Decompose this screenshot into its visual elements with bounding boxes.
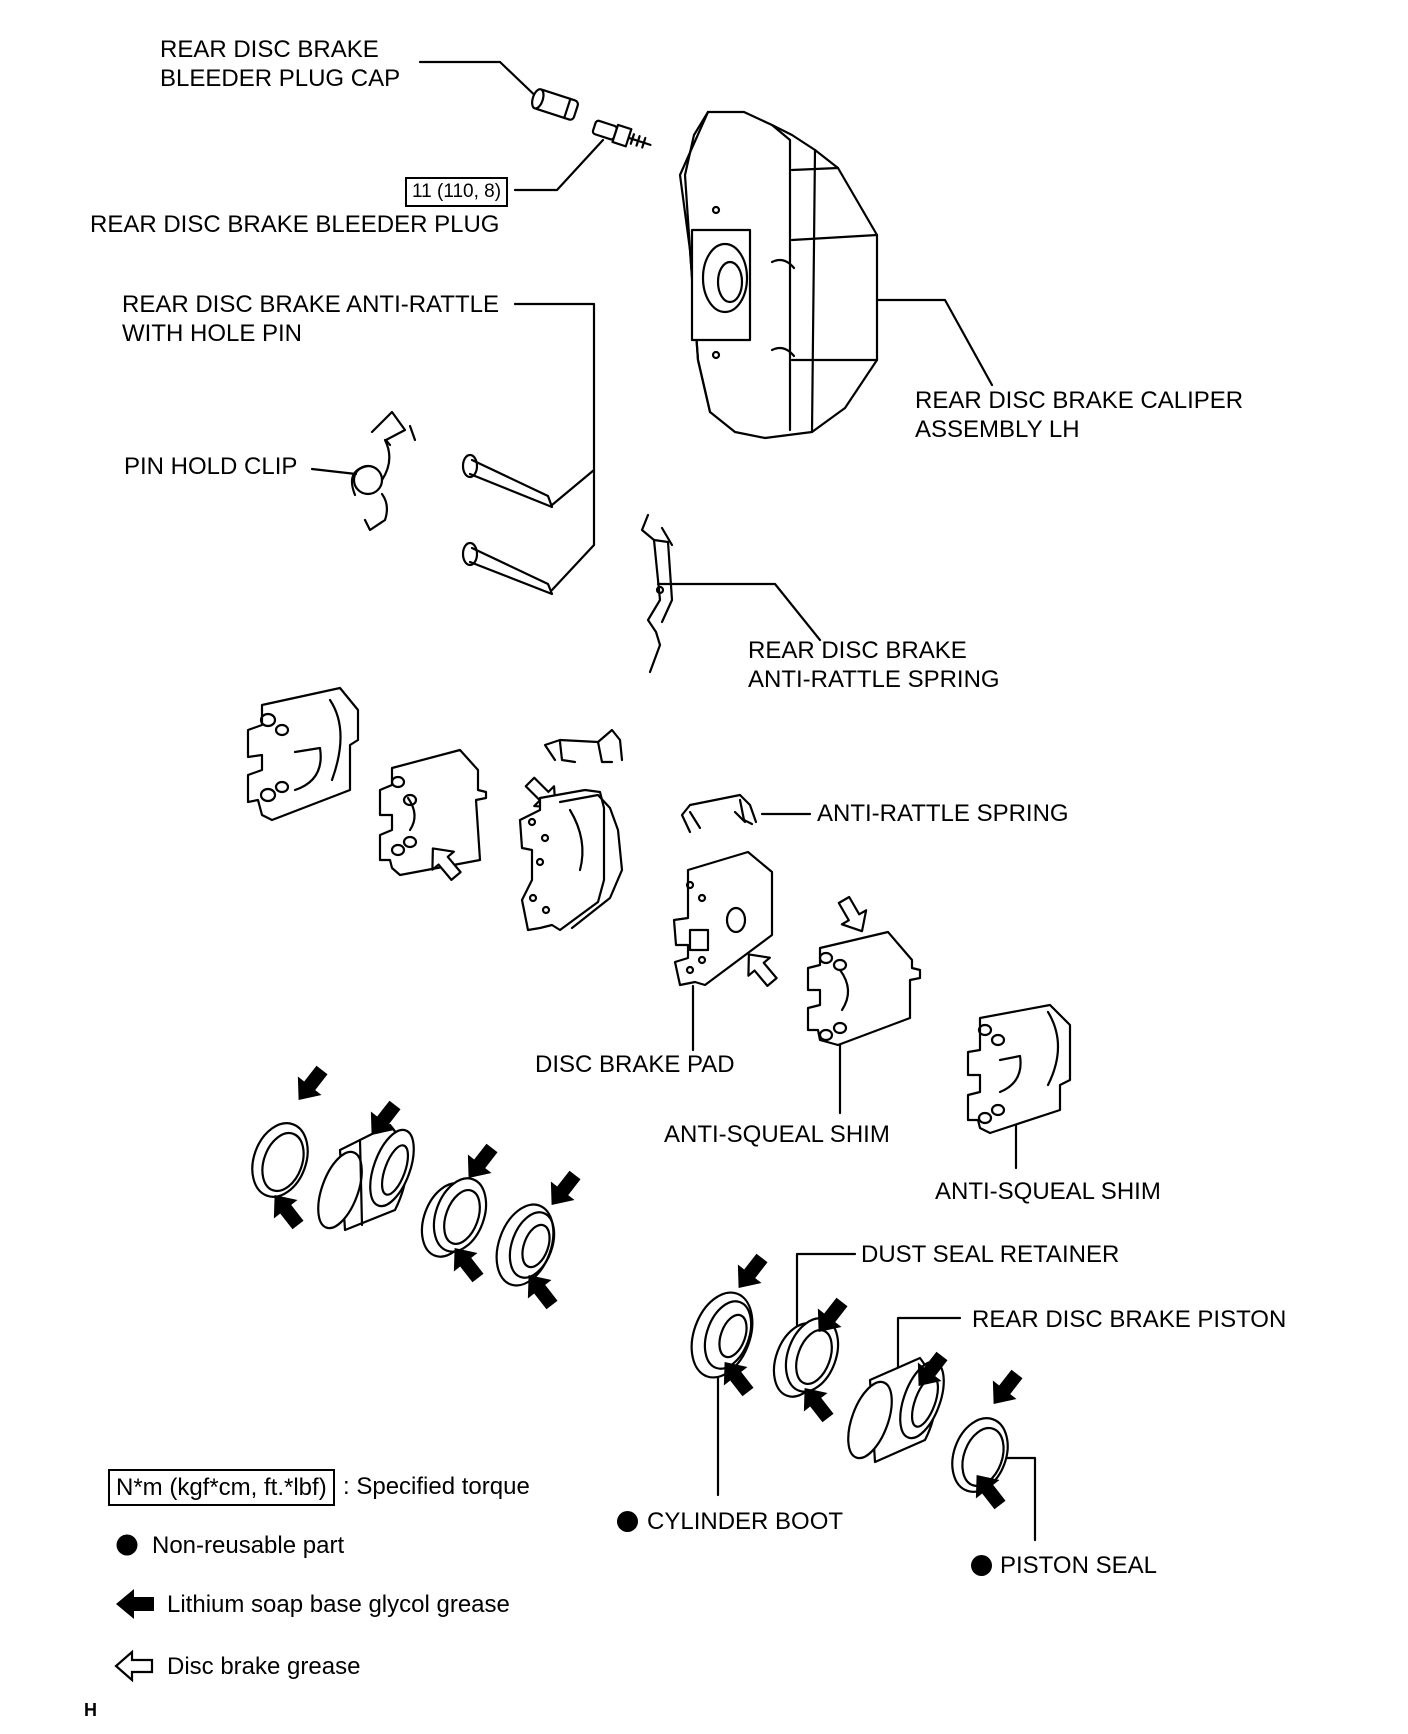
dust-seal-retainer-label: DUST SEAL RETAINER — [861, 1241, 1120, 1268]
dust-seal-retainer-icon — [772, 1317, 840, 1398]
lithium-grease-arrows — [262, 1060, 1029, 1515]
bleeder-plug-icon — [591, 119, 652, 149]
rear-anti-rattle-spring-label: REAR DISC BRAKE ANTI-RATTLE SPRING — [748, 636, 1000, 694]
cylinder-boot-icon — [690, 1291, 754, 1379]
bleeder-plug-cap-label-line1: REAR DISC BRAKE — [160, 36, 379, 63]
bleeder-plug-cap-label-line2: BLEEDER PLUG CAP — [160, 65, 401, 92]
piston-label: REAR DISC BRAKE PISTON — [972, 1306, 1287, 1333]
legend-lithium-text: Lithium soap base glycol grease — [167, 1591, 510, 1618]
piston-left-icon — [317, 1123, 415, 1232]
anti-rattle-spring-label: ANTI-RATTLE SPRING — [817, 800, 1069, 827]
bleeder-plug-label: REAR DISC BRAKE BLEEDER PLUG — [90, 211, 500, 238]
caliper-label-line2: ASSEMBLY LH — [915, 416, 1080, 443]
outer-anti-squeal-shim-icon — [246, 686, 360, 822]
piston-seal-left-icon — [251, 1122, 309, 1198]
lithium-grease-arrow-icon — [286, 1060, 334, 1110]
anti-rattle-spring-icon — [680, 793, 758, 834]
anti-rattle-pin-icon — [461, 453, 554, 596]
cylinder-boot-left-icon — [495, 1203, 556, 1287]
anti-squeal-shim-right-icon — [806, 930, 922, 1047]
rear-anti-rattle-spring-icon — [640, 513, 674, 674]
anti-squeal-shim-label-1: ANTI-SQUEAL SHIM — [664, 1121, 890, 1148]
inner-anti-squeal-shim-icon — [378, 748, 488, 877]
caliper-label-line1: REAR DISC BRAKE CALIPER — [915, 387, 1244, 414]
bleeder-plug-cap-icon — [531, 88, 580, 121]
dust-seal-retainer-left-icon — [420, 1177, 488, 1258]
legend-torque-box: N*m (kgf*cm, ft.*lbf) — [108, 1469, 335, 1506]
disc-grease-arrow-icon — [830, 891, 876, 940]
non-reusable-dot-icon — [116, 1534, 138, 1556]
corner-mark: H — [84, 1700, 97, 1720]
pin-hold-clip-icon — [350, 410, 417, 532]
lithium-grease-arrow-icon — [981, 1364, 1029, 1414]
cylinder-boot-label: CYLINDER BOOT — [647, 1508, 844, 1535]
disc-brake-pad-icon — [672, 850, 774, 987]
anti-squeal-shim-label-2: ANTI-SQUEAL SHIM — [935, 1178, 1161, 1205]
caliper-assembly-icon — [678, 110, 879, 440]
torque-value-box: 11 (110, 8) — [405, 177, 509, 207]
anti-rattle-pin-label-line2: WITH HOLE PIN — [122, 320, 303, 347]
piston-seal-label: PISTON SEAL — [1000, 1552, 1157, 1579]
brake-pad-icon — [518, 788, 624, 932]
disc-brake-pad-label: DISC BRAKE PAD — [535, 1051, 735, 1078]
legend-disc-grease-text: Disc brake grease — [167, 1653, 361, 1680]
caliper-label: REAR DISC BRAKE CALIPER ASSEMBLY LH — [915, 386, 1243, 444]
lithium-arrow-legend-icon — [116, 1589, 154, 1619]
anti-squeal-shim-outer-right-icon — [966, 1003, 1072, 1135]
lithium-grease-arrow-icon — [539, 1165, 587, 1215]
rear-anti-rattle-spring-label-line1: REAR DISC BRAKE — [748, 637, 967, 664]
pin-hold-clip-label: PIN HOLD CLIP — [124, 453, 298, 480]
anti-rattle-pin-label-line1: REAR DISC BRAKE ANTI-RATTLE — [122, 291, 499, 318]
legend-non-reusable-text: Non-reusable part — [152, 1532, 345, 1559]
anti-rattle-pin-label: REAR DISC BRAKE ANTI-RATTLE WITH HOLE PI… — [122, 290, 499, 348]
cylinder-boot-dot-icon — [617, 1511, 638, 1532]
legend-torque-text: : Specified torque — [343, 1473, 530, 1500]
piston-seal-dot-icon — [971, 1555, 992, 1576]
anti-rattle-spring-upper-icon — [543, 728, 624, 764]
piston-seal-icon — [951, 1417, 1009, 1493]
bleeder-plug-cap-label: REAR DISC BRAKE BLEEDER PLUG CAP — [160, 35, 400, 93]
disc-grease-arrow-legend-icon — [114, 1650, 154, 1682]
rear-anti-rattle-spring-label-line2: ANTI-RATTLE SPRING — [748, 666, 1000, 693]
lithium-grease-arrow-icon — [726, 1248, 774, 1298]
